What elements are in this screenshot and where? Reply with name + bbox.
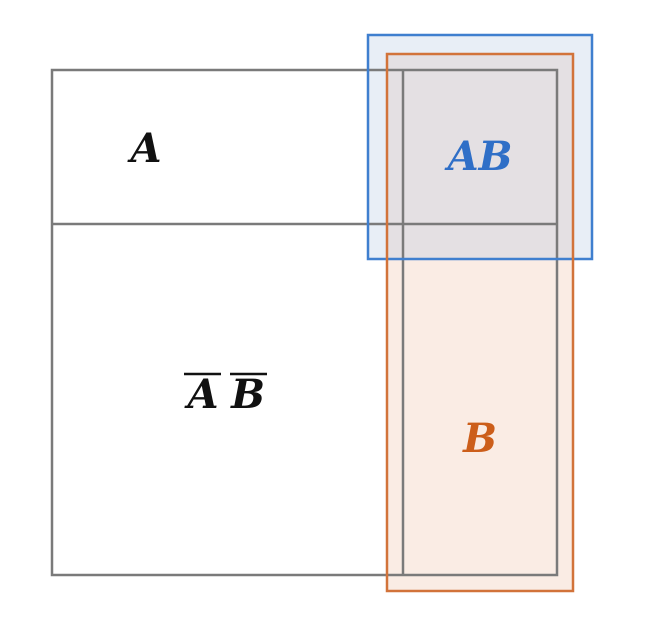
label-complement-group: A B: [183, 371, 267, 418]
sample-space-border: [50, 68, 559, 577]
label-not-b: B: [230, 371, 265, 418]
label-a: A: [126, 125, 161, 172]
label-not-a: A: [183, 371, 218, 418]
blue-region-border: [366, 33, 594, 261]
orange-region-border: [385, 52, 575, 593]
label-ab: AB: [444, 133, 513, 180]
label-b: B: [462, 415, 497, 462]
